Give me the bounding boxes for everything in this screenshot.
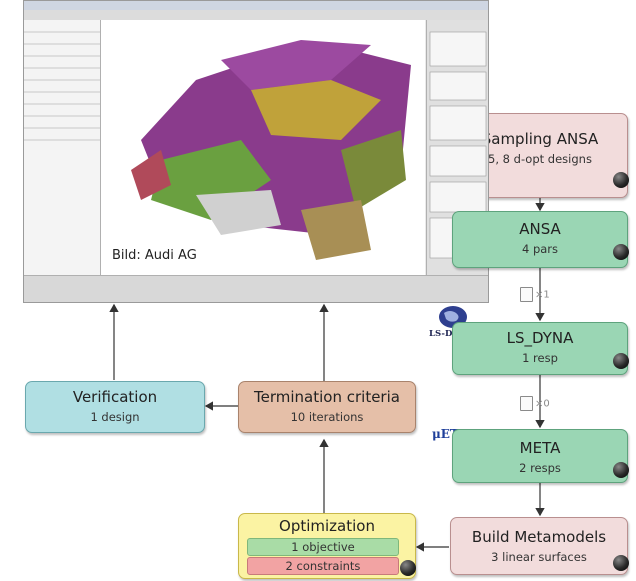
node-title: META: [519, 439, 561, 457]
node-build-metamodels[interactable]: Build Metamodels 3 linear surfaces: [450, 517, 628, 575]
transfer-count: ×0: [535, 398, 550, 410]
status-ball-icon: [613, 172, 629, 188]
transfer-chip-lsdyna-meta: ×0: [520, 396, 550, 411]
node-subtitle: 1 design: [90, 410, 140, 424]
ansa-screenshot: Bild: Audi AG: [23, 0, 489, 303]
status-ball-icon: [613, 555, 629, 571]
document-icon: [520, 396, 533, 411]
node-termination-criteria[interactable]: Termination criteria 10 iterations: [238, 381, 416, 433]
transfer-chip-ansa-lsdyna: ×1: [520, 287, 550, 302]
node-title: Build Metamodels: [471, 528, 607, 546]
node-title: Verification: [72, 388, 158, 406]
node-subtitle: 3 linear surfaces: [491, 550, 587, 564]
model-tree-panel: [24, 20, 101, 275]
node-subtitle: 5, 8 d-opt designs: [488, 152, 592, 166]
3d-viewport[interactable]: [101, 20, 425, 275]
document-icon: [520, 287, 533, 302]
constraints-label: 2 constraints: [285, 559, 361, 573]
node-optimization[interactable]: Optimization 1 objective 2 constraints: [238, 513, 416, 579]
objective-label: 1 objective: [291, 540, 355, 554]
node-title: LS_DYNA: [506, 329, 574, 347]
image-credit: Bild: Audi AG: [112, 248, 197, 263]
node-ls-dyna[interactable]: LS_DYNA 1 resp: [452, 322, 628, 375]
status-ball-icon: [400, 560, 416, 576]
tree-lines: [24, 31, 100, 141]
status-toolbar: [24, 275, 488, 302]
node-subtitle: 1 resp: [522, 351, 558, 365]
objective-row: 1 objective: [247, 538, 399, 556]
node-title: Optimization: [279, 517, 375, 535]
transfer-count: ×1: [535, 289, 550, 301]
node-subtitle: 4 pars: [521, 242, 559, 256]
node-subtitle: 10 iterations: [290, 410, 364, 424]
node-title: Termination criteria: [254, 388, 400, 406]
status-ball-icon: [613, 462, 629, 478]
node-title: Sampling ANSA: [481, 130, 599, 148]
constraints-row: 2 constraints: [247, 557, 399, 575]
node-verification[interactable]: Verification 1 design: [25, 381, 205, 433]
car-body-render: [131, 40, 411, 260]
node-ansa[interactable]: ANSA 4 pars: [452, 211, 628, 268]
window-title-bar: [24, 1, 488, 10]
toolbar: [24, 10, 488, 20]
node-title: ANSA: [519, 220, 561, 238]
status-ball-icon: [613, 353, 629, 369]
status-ball-icon: [613, 244, 629, 260]
node-subtitle: 2 resps: [519, 461, 561, 475]
node-meta[interactable]: META 2 resps: [452, 429, 628, 483]
ls-dyna-logo-text: LS-DYNA: [429, 329, 473, 339]
